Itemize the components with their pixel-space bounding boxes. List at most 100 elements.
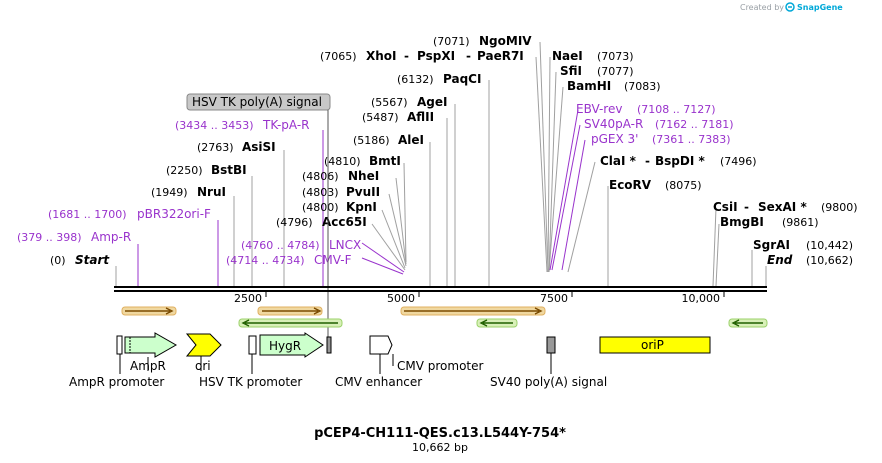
svg-text:BspDI *: BspDI *	[655, 154, 705, 168]
svg-text:(7073): (7073)	[597, 50, 634, 63]
svg-text:NheI: NheI	[348, 169, 379, 183]
label-cmv-promoter: CMV promoter	[397, 359, 484, 373]
feature-hsv-tk-polya	[326, 336, 332, 354]
svg-text:(5487): (5487)	[362, 111, 399, 124]
svg-text:-: -	[404, 49, 409, 63]
label-ori: ori	[195, 359, 211, 373]
svg-text:LNCX: LNCX	[329, 238, 361, 252]
feature-hygr	[259, 332, 324, 358]
site-bamhi: BamHI (7083)	[567, 79, 661, 93]
svg-text:ClaI *: ClaI *	[600, 154, 637, 168]
primer-cmv-f: (4714 .. 4734) CMV-F	[226, 253, 352, 267]
svg-text:pGEX 3': pGEX 3'	[591, 132, 638, 146]
feature-cmv-enhancer	[369, 335, 393, 374]
credit-brand: SnapGene	[797, 3, 843, 12]
feature-sv40-polya	[546, 336, 556, 374]
site-sfii: SfiI (7077)	[560, 64, 634, 78]
site-pvuii: (4803) PvuII	[302, 185, 380, 199]
svg-text:(6132): (6132)	[397, 73, 434, 86]
svg-text:AflII: AflII	[407, 110, 434, 124]
svg-text:(7361 .. 7383): (7361 .. 7383)	[652, 133, 731, 146]
plasmid-length: 10,662 bp	[412, 441, 468, 454]
site-start: (0) Start	[50, 253, 110, 267]
svg-text:(10,662): (10,662)	[806, 254, 853, 267]
site-leader-lines	[115, 41, 767, 287]
svg-text:(7162 .. 7181): (7162 .. 7181)	[655, 118, 734, 131]
svg-text:BamHI: BamHI	[567, 79, 611, 93]
svg-text:(2763): (2763)	[197, 141, 234, 154]
svg-text:(7071): (7071)	[433, 35, 470, 48]
site-nhei: (4806) NheI	[302, 169, 379, 183]
axis-tick-label: 7500	[540, 292, 568, 305]
snapgene-logo-icon	[785, 2, 795, 12]
svg-text:(5567): (5567)	[371, 96, 408, 109]
svg-text:BstBI: BstBI	[211, 163, 247, 177]
svg-text:(4714 .. 4734): (4714 .. 4734)	[226, 254, 305, 267]
feature-tooltip: HSV TK poly(A) signal	[186, 93, 331, 111]
orf-track	[121, 306, 768, 328]
svg-text:PaeR7I: PaeR7I	[477, 49, 524, 63]
svg-text:NgoMIV: NgoMIV	[479, 34, 532, 48]
svg-text:(4760 .. 4784): (4760 .. 4784)	[241, 239, 320, 252]
position-axis: 2500 5000 7500 10,000	[234, 292, 725, 305]
svg-text:-: -	[645, 154, 650, 168]
orf-arrow	[257, 306, 323, 316]
svg-text:(7077): (7077)	[597, 65, 634, 78]
svg-text:EBV-rev: EBV-rev	[576, 102, 622, 116]
svg-text:Acc65I: Acc65I	[322, 215, 367, 229]
svg-text:HSV TK poly(A) signal: HSV TK poly(A) signal	[192, 95, 322, 109]
site-xhoi-group: (7065) XhoI - PspXI - PaeR7I	[320, 49, 524, 63]
site-asisi: (2763) AsiSI	[197, 140, 276, 154]
label-ampr-promoter: AmpR promoter	[69, 375, 164, 389]
svg-text:(8075): (8075)	[665, 179, 702, 192]
site-alei: (5186) AleI	[353, 133, 424, 147]
svg-text:BmtI: BmtI	[369, 154, 401, 168]
svg-text:(1681 .. 1700): (1681 .. 1700)	[48, 208, 127, 221]
svg-text:SgrAI: SgrAI	[753, 238, 790, 252]
label-ampr: AmpR	[130, 359, 166, 373]
site-ngomiv: (7071) NgoMIV	[433, 34, 532, 48]
orf-arrow-reverse	[476, 318, 518, 328]
site-aflii: (5487) AflII	[362, 110, 434, 124]
site-sgrai: SgrAI (10,442)	[753, 238, 853, 252]
svg-text:Amp-R: Amp-R	[91, 230, 131, 244]
svg-text:SV40pA-R: SV40pA-R	[584, 117, 643, 131]
credit-prefix: Created by	[740, 3, 784, 12]
feature-track	[116, 332, 711, 374]
label-sv40-polya: SV40 poly(A) signal	[490, 375, 607, 389]
site-paqci: (6132) PaqCI	[397, 72, 481, 86]
svg-text:(0): (0)	[50, 254, 66, 267]
svg-text:(1949): (1949)	[151, 186, 188, 199]
site-bstbi: (2250) BstBI	[166, 163, 247, 177]
primer-pbr322ori-f: (1681 .. 1700) pBR322ori-F	[48, 207, 211, 221]
svg-text:(4800): (4800)	[302, 201, 339, 214]
site-naei: NaeI (7073)	[552, 49, 634, 63]
site-agei: (5567) AgeI	[371, 95, 447, 109]
site-ecorv: EcoRV (8075)	[609, 178, 702, 192]
axis-tick-label: 10,000	[682, 292, 721, 305]
svg-text:(5186): (5186)	[353, 134, 390, 147]
svg-text:EcoRV: EcoRV	[609, 178, 652, 192]
svg-text:PvuII: PvuII	[346, 185, 380, 199]
site-nrui: (1949) NruI	[151, 185, 226, 199]
feature-hsv-tk-promoter	[248, 335, 257, 374]
feature-labels: AmpR ori HygR oriP AmpR promoter HSV TK …	[69, 338, 664, 389]
svg-text:CsiI: CsiI	[713, 200, 738, 214]
site-end: End (10,662)	[767, 253, 853, 267]
site-bmti: (4810) BmtI	[324, 154, 401, 168]
feature-ori	[185, 333, 222, 371]
svg-text:(10,442): (10,442)	[806, 239, 853, 252]
svg-text:NruI: NruI	[197, 185, 226, 199]
svg-text:BmgBI: BmgBI	[720, 215, 764, 229]
svg-text:End: End	[767, 253, 793, 267]
svg-text:PaqCI: PaqCI	[443, 72, 481, 86]
axis-tick-label: 5000	[387, 292, 415, 305]
svg-text:AgeI: AgeI	[417, 95, 447, 109]
axis-ticks	[265, 292, 725, 297]
svg-text:pBR322ori-F: pBR322ori-F	[137, 207, 211, 221]
primer-ebv-rev: EBV-rev (7108 .. 7127)	[576, 102, 716, 116]
axis-tick-label: 2500	[234, 292, 262, 305]
feature-ampr	[124, 332, 178, 371]
feature-orip	[599, 336, 711, 354]
